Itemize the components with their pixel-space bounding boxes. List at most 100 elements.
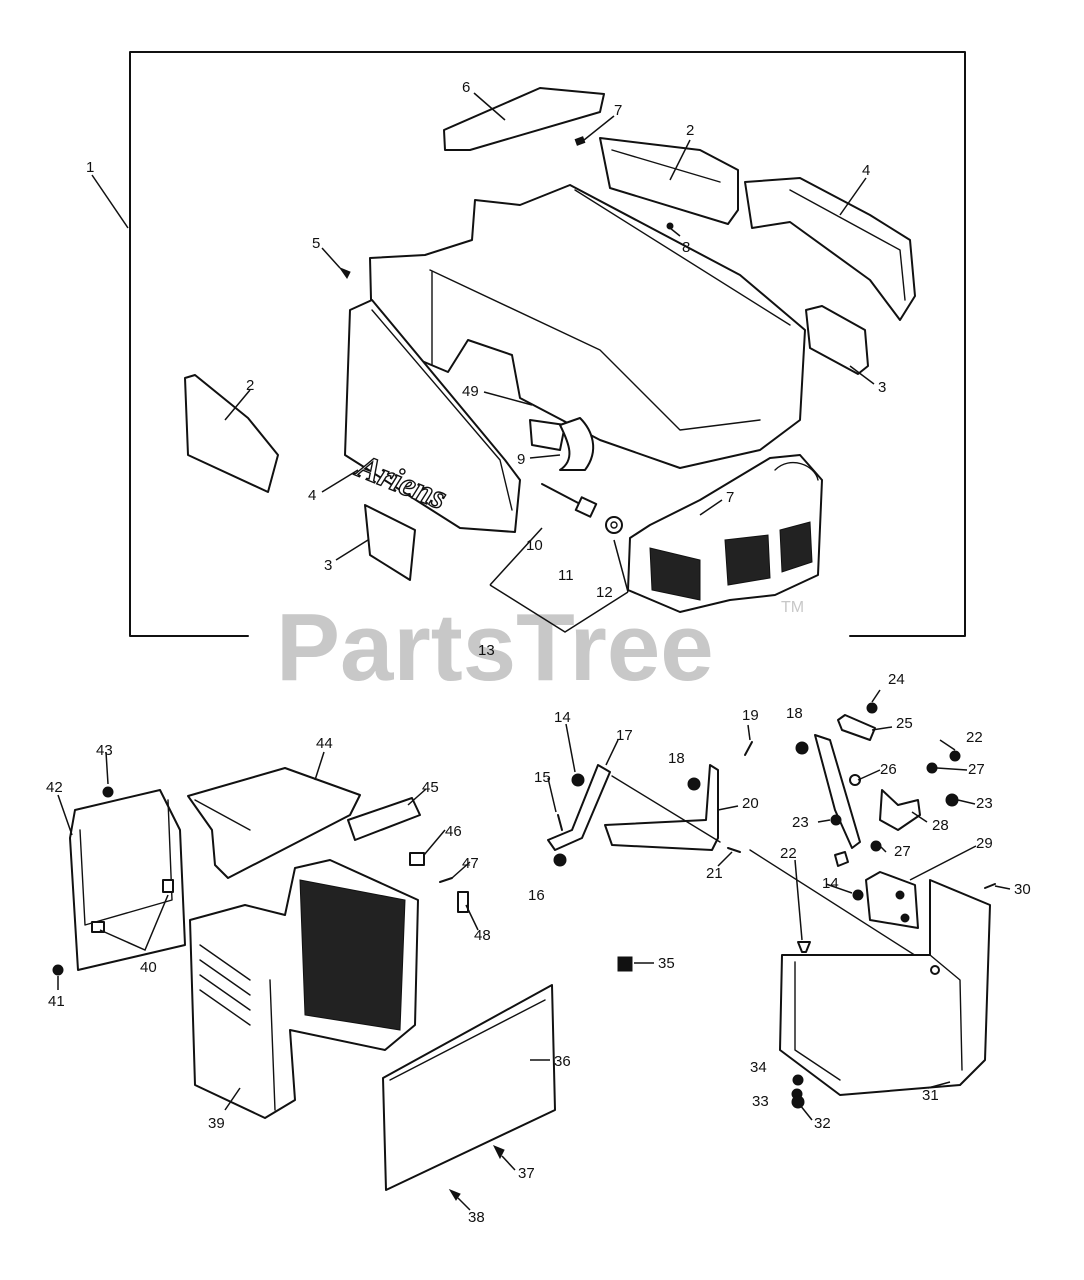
- label-41: 41: [48, 993, 65, 1010]
- label-28: 28: [932, 817, 949, 834]
- part-23-nut-left: [830, 814, 842, 826]
- label-34: 34: [750, 1059, 767, 1076]
- label-18: 18: [668, 750, 685, 767]
- label-1: 1: [86, 159, 94, 176]
- label-23: 23: [792, 814, 809, 831]
- part-32-nut: [791, 1095, 805, 1109]
- part-15-bolt: [557, 814, 563, 831]
- label-19: 19: [742, 707, 759, 724]
- part-21-bolt: [727, 847, 741, 853]
- label-4: 4: [308, 487, 316, 504]
- part-22-bolt-lower: [834, 851, 849, 867]
- label-11: 11: [558, 567, 574, 584]
- part-22-nut-upper: [949, 750, 961, 762]
- label-22: 22: [966, 729, 983, 746]
- part-24-nut: [866, 702, 878, 714]
- label-33: 33: [752, 1093, 769, 1110]
- label-7: 7: [614, 102, 622, 119]
- label-7: 7: [726, 489, 734, 506]
- label-32: 32: [814, 1115, 831, 1132]
- part-10-bolt: [541, 483, 583, 506]
- part-31-skirt: [779, 879, 991, 1096]
- label-13: 13: [478, 642, 495, 659]
- label-24: 24: [888, 671, 905, 688]
- assembly-frame: [129, 51, 966, 637]
- label-26: 26: [880, 761, 897, 778]
- part-29-hinge: [865, 871, 919, 929]
- label-8: 8: [682, 239, 690, 256]
- label-44: 44: [316, 735, 333, 752]
- label-39: 39: [208, 1115, 225, 1132]
- part-44-bracket: [187, 767, 361, 879]
- label-23: 23: [976, 795, 993, 812]
- part-37-screw: [492, 1145, 505, 1160]
- part-2-upper-panel: [599, 137, 739, 225]
- label-29: 29: [976, 835, 993, 852]
- label-31: 31: [922, 1087, 939, 1104]
- part-28-latch: [879, 789, 921, 831]
- part-7-clip-upper: [574, 136, 586, 146]
- label-43: 43: [96, 742, 113, 759]
- part-4-upper-rail: [744, 177, 916, 321]
- part-22-bolt-skirt: [797, 941, 811, 953]
- label-30: 30: [1014, 881, 1031, 898]
- part-49-bracket: [529, 419, 566, 451]
- part-16-nut: [553, 853, 567, 867]
- part-45-pad: [347, 797, 421, 841]
- label-20: 20: [742, 795, 759, 812]
- part-47-screw: [439, 877, 453, 883]
- label-15: 15: [534, 769, 551, 786]
- part-3-right-plate: [805, 305, 869, 375]
- label-48: 48: [474, 927, 491, 944]
- part-11-grommet: [605, 516, 623, 534]
- label-38: 38: [468, 1209, 485, 1226]
- hood-body: [369, 184, 806, 469]
- part-8-clip: [666, 222, 674, 230]
- label-14: 14: [822, 875, 839, 892]
- part-38-screw: [448, 1188, 461, 1201]
- label-14: 14: [554, 709, 571, 726]
- part-17-bracket: [547, 764, 611, 851]
- label-2: 2: [686, 122, 694, 139]
- part-14-nut-right: [852, 889, 864, 901]
- part-6-plate: [443, 87, 605, 151]
- part-25-plate: [837, 714, 876, 741]
- part-3-left-plate: [364, 504, 416, 581]
- label-9: 9: [517, 451, 525, 468]
- label-16: 16: [528, 887, 545, 904]
- part-2-left-panel: [184, 374, 279, 493]
- label-5: 5: [312, 235, 320, 252]
- part-26-arm: [814, 734, 861, 849]
- label-12: 12: [596, 584, 613, 601]
- part-27-nut-upper: [926, 762, 938, 774]
- part-48-clip: [457, 891, 469, 913]
- label-2: 2: [246, 377, 254, 394]
- label-4: 4: [862, 162, 870, 179]
- part-46-clip: [409, 852, 425, 866]
- label-27: 27: [968, 761, 985, 778]
- label-22: 22: [780, 845, 797, 862]
- part-23-nut-right: [945, 793, 959, 807]
- part-30-screw: [984, 883, 996, 889]
- label-3: 3: [878, 379, 886, 396]
- label-21: 21: [706, 865, 723, 882]
- part-4-front-grille: [344, 299, 521, 533]
- part-43-nut: [102, 786, 114, 798]
- label-18: 18: [786, 705, 803, 722]
- label-36: 36: [554, 1053, 571, 1070]
- label-46: 46: [445, 823, 462, 840]
- part-18-nut-right: [795, 741, 809, 755]
- label-10: 10: [526, 537, 543, 554]
- part-27-nut-lower: [870, 840, 882, 852]
- part-5-fastener: [338, 266, 351, 279]
- watermark-trademark: TM: [781, 599, 804, 616]
- part-14-nut-left: [571, 773, 585, 787]
- label-45: 45: [422, 779, 439, 796]
- part-9-duct: [559, 417, 595, 471]
- label-40: 40: [140, 959, 157, 976]
- label-17: 17: [616, 727, 633, 744]
- part-41-nut: [52, 964, 64, 976]
- label-3: 3: [324, 557, 332, 574]
